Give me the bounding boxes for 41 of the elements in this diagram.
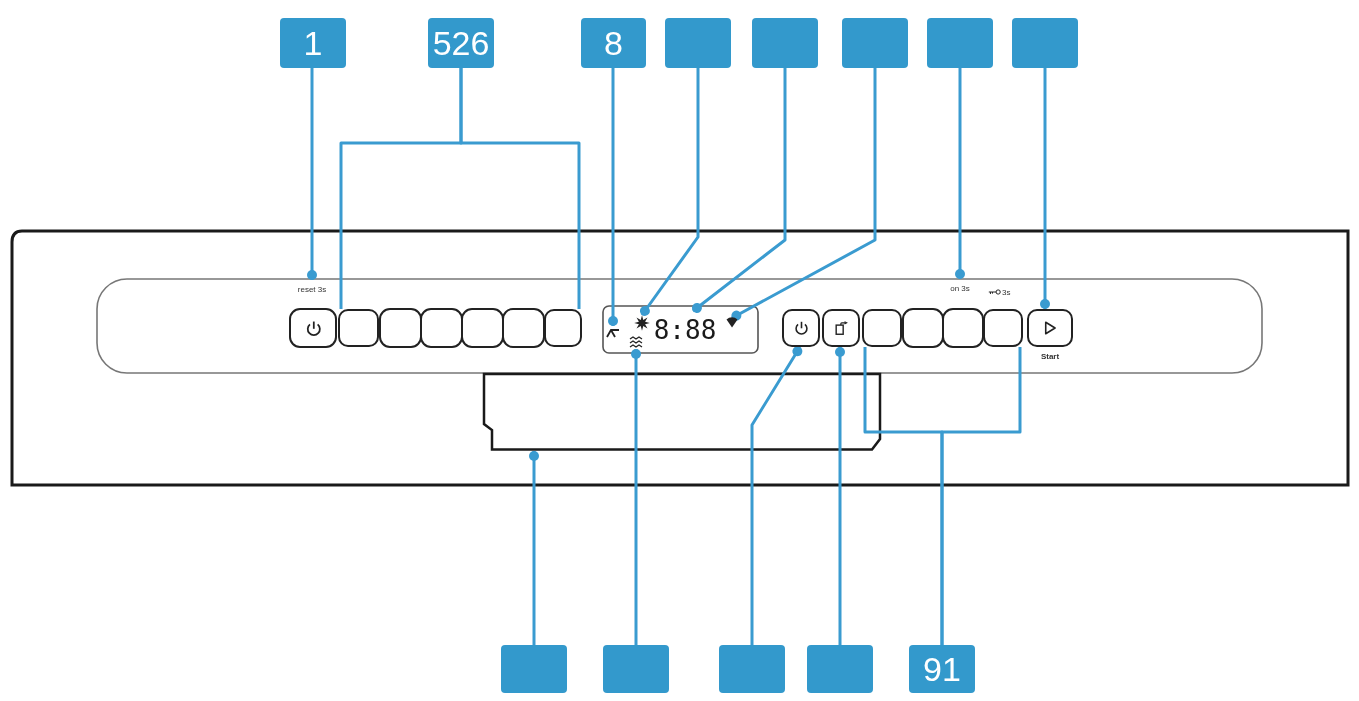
faucet-icon	[606, 326, 620, 338]
handle-recess	[482, 372, 882, 451]
callout-tag	[603, 645, 669, 693]
button-caption: Start	[1039, 351, 1061, 362]
callout-tag	[665, 18, 731, 68]
callout-number: 8	[581, 18, 646, 68]
leader-line	[731, 68, 877, 321]
push-button	[983, 309, 1023, 347]
callout-number: 1	[280, 18, 346, 68]
push-button	[862, 309, 902, 347]
leader-line	[691, 68, 787, 313]
leader-line	[529, 451, 539, 645]
wifi-icon	[726, 318, 738, 328]
leader-line	[307, 68, 317, 280]
push-button	[338, 309, 379, 347]
callout-number: 91	[909, 645, 975, 693]
leader-line	[631, 349, 641, 645]
push-button	[544, 309, 582, 347]
callout-tag	[752, 18, 818, 68]
leader-line	[750, 346, 803, 645]
leader-line	[955, 68, 965, 279]
function-label: 3s	[1002, 287, 1012, 298]
door-button	[822, 309, 860, 347]
function-label: reset 3s	[290, 280, 334, 298]
callout-tag	[1012, 18, 1078, 68]
leader-line	[1040, 68, 1050, 309]
leader-line	[459, 68, 581, 309]
callout-tag	[807, 645, 873, 693]
power-button	[782, 309, 820, 347]
callout-number: 526	[428, 18, 494, 68]
function-label: on 3s	[944, 279, 976, 297]
leader-line	[608, 68, 618, 326]
callout-tag	[927, 18, 993, 68]
star-icon	[634, 315, 650, 331]
callout-tag	[842, 18, 908, 68]
leader-line	[835, 347, 845, 645]
wave-icon	[629, 336, 643, 349]
leader-line	[639, 68, 700, 316]
leader-line	[940, 347, 1022, 645]
callout-tag	[501, 645, 567, 693]
callout-tag	[719, 645, 785, 693]
